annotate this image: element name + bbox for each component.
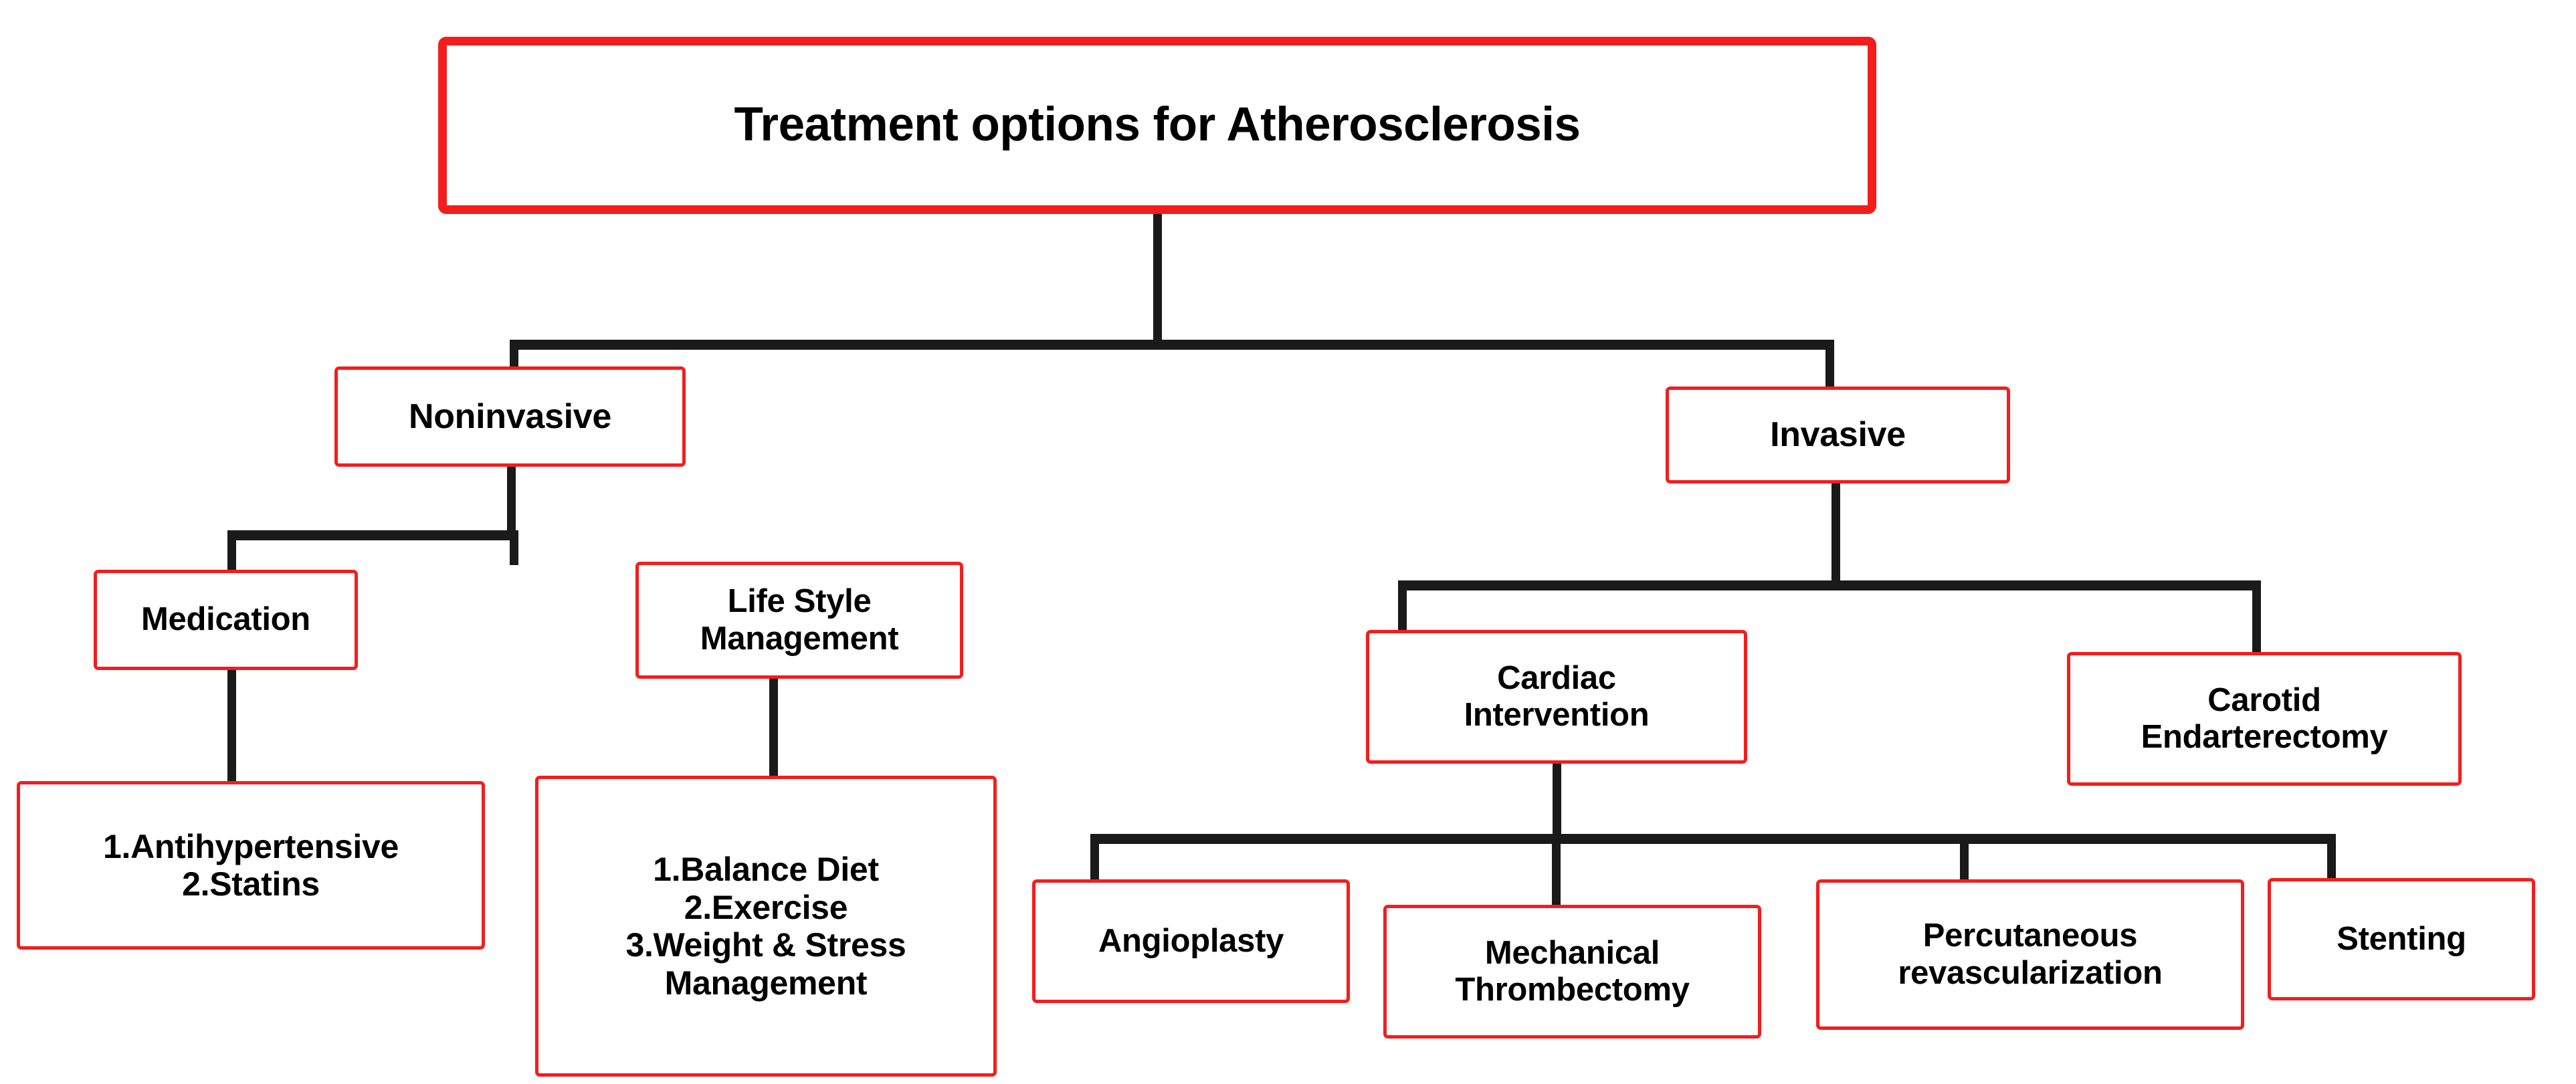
connector-drop-carotid xyxy=(2252,580,2261,655)
node-medication[interactable]: Medication xyxy=(94,570,358,670)
node-stenting[interactable]: Stenting xyxy=(2268,878,2535,1000)
connector-drop-stenting xyxy=(2327,834,2336,879)
connector-invasive-bus xyxy=(1398,580,2261,590)
node-invasive[interactable]: Invasive xyxy=(1666,387,2010,483)
node-carotid-endarterectomy[interactable]: Carotid Endarterectomy xyxy=(2067,652,2462,786)
node-lifestyle-management-label: Life Style Management xyxy=(700,583,899,657)
node-root-label: Treatment options for Atherosclerosis xyxy=(734,98,1581,152)
node-noninvasive[interactable]: Noninvasive xyxy=(334,366,686,467)
connector-procedures-bus xyxy=(1090,834,2336,844)
connector-cardiac-stem xyxy=(1553,764,1561,839)
connector-root-stem xyxy=(1153,214,1162,344)
connector-main-bus xyxy=(510,340,1834,350)
connector-drop-mechanical-thrombectomy xyxy=(1552,834,1561,907)
node-mechanical-thrombectomy-label: Mechanical Thrombectomy xyxy=(1455,934,1690,1008)
connector-drop-percutaneous-revascularization xyxy=(1960,834,1969,882)
node-invasive-label: Invasive xyxy=(1770,415,1906,455)
connector-drop-cardiac xyxy=(1398,580,1407,633)
node-noninvasive-label: Noninvasive xyxy=(408,397,612,436)
node-root-treatment-options[interactable]: Treatment options for Atherosclerosis xyxy=(438,37,1876,214)
connector-drop-lifestyle-items xyxy=(769,679,778,779)
node-lifestyle-items-label: 1.Balance Diet 2.Exercise 3.Weight & Str… xyxy=(625,851,906,1002)
connector-drop-angioplasty xyxy=(1090,834,1099,882)
node-medication-items-label: 1.Antihypertensive 2.Statins xyxy=(103,827,399,903)
connector-drop-medication-items xyxy=(227,670,236,785)
node-carotid-endarterectomy-label: Carotid Endarterectomy xyxy=(2141,681,2388,755)
connector-drop-noninvasive xyxy=(510,340,518,372)
connector-drop-medication xyxy=(227,530,236,572)
node-angioplasty[interactable]: Angioplasty xyxy=(1032,879,1350,1003)
node-medication-items[interactable]: 1.Antihypertensive 2.Statins xyxy=(17,781,485,950)
node-cardiac-intervention[interactable]: Cardiac Intervention xyxy=(1366,630,1747,764)
node-lifestyle-items[interactable]: 1.Balance Diet 2.Exercise 3.Weight & Str… xyxy=(535,776,997,1077)
node-cardiac-intervention-label: Cardiac Intervention xyxy=(1464,659,1650,733)
connector-noninvasive-bus xyxy=(227,530,518,540)
node-percutaneous-revascularization[interactable]: Percutaneous revascularization xyxy=(1816,879,2244,1030)
connector-drop-lifestyle xyxy=(510,530,518,565)
connector-drop-invasive xyxy=(1825,340,1834,388)
node-mechanical-thrombectomy[interactable]: Mechanical Thrombectomy xyxy=(1383,905,1761,1039)
node-percutaneous-revascularization-label: Percutaneous revascularization xyxy=(1898,917,2163,991)
node-stenting-label: Stenting xyxy=(2337,920,2466,957)
node-lifestyle-management[interactable]: Life Style Management xyxy=(635,562,963,679)
node-angioplasty-label: Angioplasty xyxy=(1098,922,1284,959)
connector-invasive-stem xyxy=(1831,483,1840,585)
node-medication-label: Medication xyxy=(141,601,310,638)
connector-noninvasive-stem xyxy=(507,467,516,534)
